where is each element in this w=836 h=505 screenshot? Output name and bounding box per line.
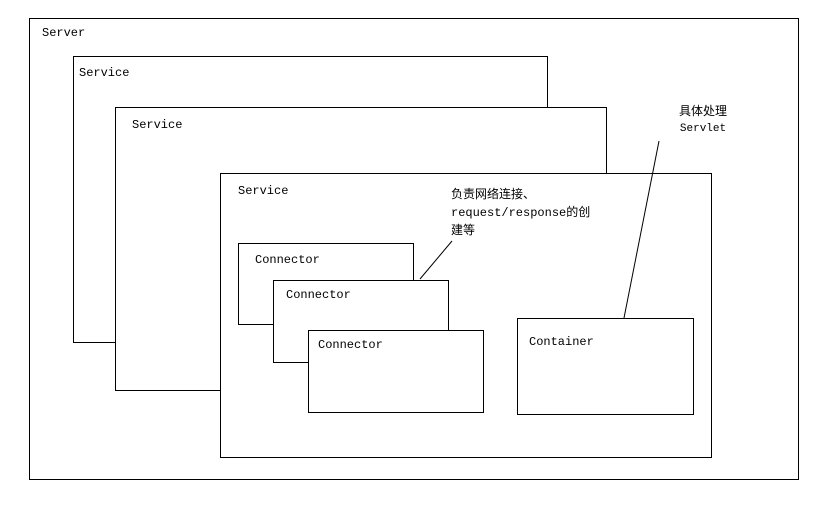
connector-responsibility-note: 负责网络连接、 request/response的创 建等 — [451, 186, 611, 240]
container-box: Container — [517, 318, 694, 415]
servlet-note-line-2: Servlet — [679, 123, 727, 135]
connector-back-label: Connector — [255, 253, 320, 267]
connector-note-line-2: request/response的创 — [451, 206, 591, 220]
connector-note-line-1: 负责网络连接、 — [451, 188, 536, 202]
connector-note-line-3: 建等 — [451, 224, 476, 238]
container-label: Container — [529, 335, 594, 349]
server-label: Server — [42, 26, 86, 40]
service-back-label: Service — [79, 66, 130, 80]
service-middle-label: Service — [132, 118, 183, 132]
connector-box-front: Connector — [308, 330, 484, 413]
servlet-handling-note: 具体处理 Servlet — [643, 103, 763, 137]
service-front-label: Service — [238, 184, 289, 198]
connector-front-label: Connector — [318, 338, 383, 352]
connector-middle-label: Connector — [286, 288, 351, 302]
servlet-note-line-1: 具体处理 — [678, 105, 727, 119]
